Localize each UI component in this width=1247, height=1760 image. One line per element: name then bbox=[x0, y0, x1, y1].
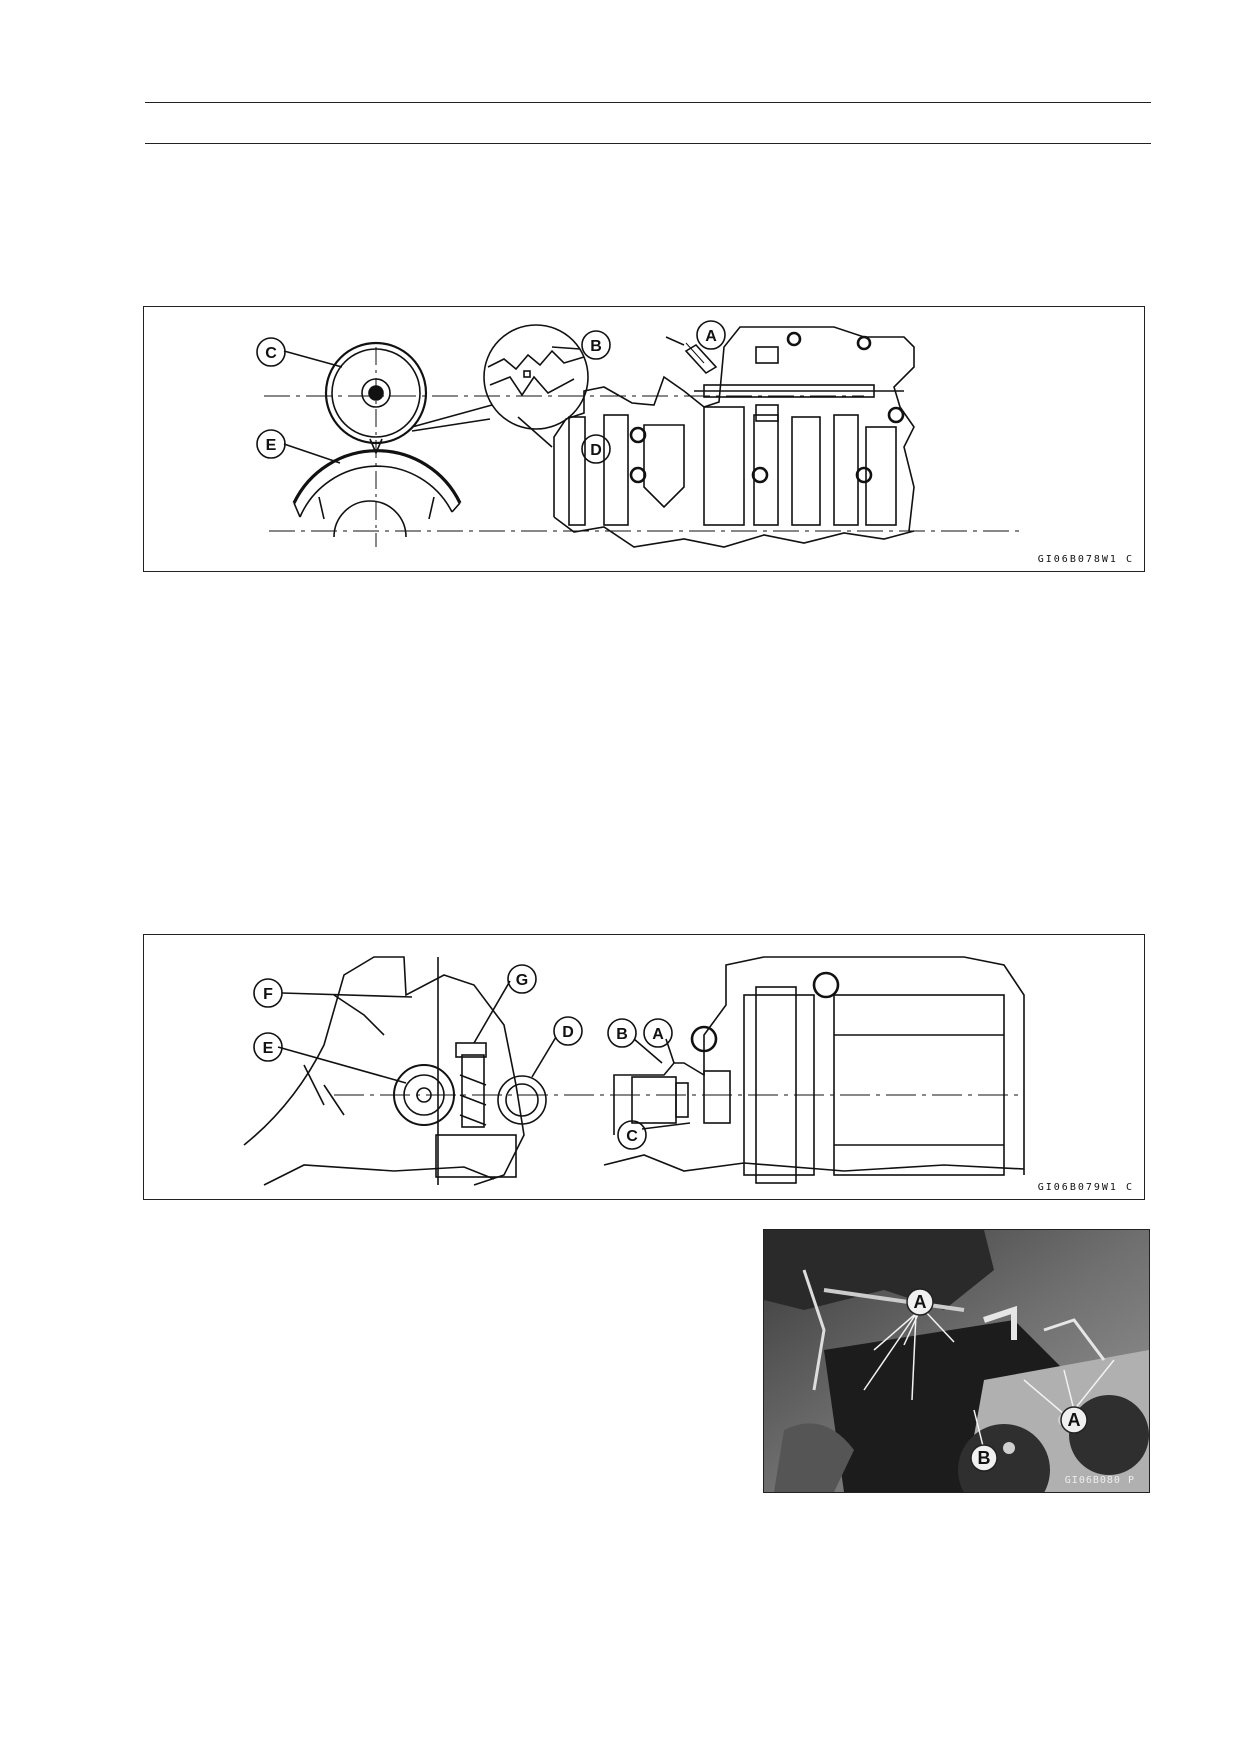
fig2-label-e: E bbox=[263, 1040, 274, 1057]
figure-2-drawing: F E D G B A C bbox=[243, 956, 1025, 1186]
fig2-label-a: A bbox=[652, 1026, 664, 1043]
photo-code: GI06B080 P bbox=[1064, 1475, 1135, 1486]
fig1-label-b: B bbox=[590, 338, 602, 355]
figure-1-code: GI06B078W1 C bbox=[1037, 554, 1134, 565]
header-rule-top bbox=[145, 102, 1151, 103]
photo-engine-head: A A B GI06B080 P bbox=[763, 1229, 1150, 1493]
header-rule-bottom bbox=[145, 143, 1151, 144]
fig2-label-f: F bbox=[263, 986, 273, 1003]
figure-2-code: GI06B079W1 C bbox=[1037, 1182, 1134, 1193]
fig2-label-d: D bbox=[562, 1024, 574, 1041]
fig1-label-e: E bbox=[266, 437, 277, 454]
photo-label-b: B bbox=[978, 1448, 991, 1468]
fig1-label-a: A bbox=[705, 328, 717, 345]
photo-label-a-2: A bbox=[1068, 1410, 1081, 1430]
fig2-label-b: B bbox=[616, 1026, 628, 1043]
fig2-label-c: C bbox=[626, 1128, 638, 1145]
figure-shaft-assembly: F E D G B A C GI06B079W1 C bbox=[143, 934, 1145, 1200]
figure-1-drawing: C E B D A bbox=[256, 320, 1024, 548]
figure-timing-gears: C E B D A GI06B078W1 C bbox=[143, 306, 1145, 572]
photo-drawing: A A B bbox=[764, 1230, 1149, 1492]
fig1-label-c: C bbox=[265, 345, 277, 362]
fig2-label-g: G bbox=[516, 972, 528, 989]
fig1-label-d: D bbox=[590, 442, 602, 459]
photo-label-a-1: A bbox=[914, 1292, 927, 1312]
